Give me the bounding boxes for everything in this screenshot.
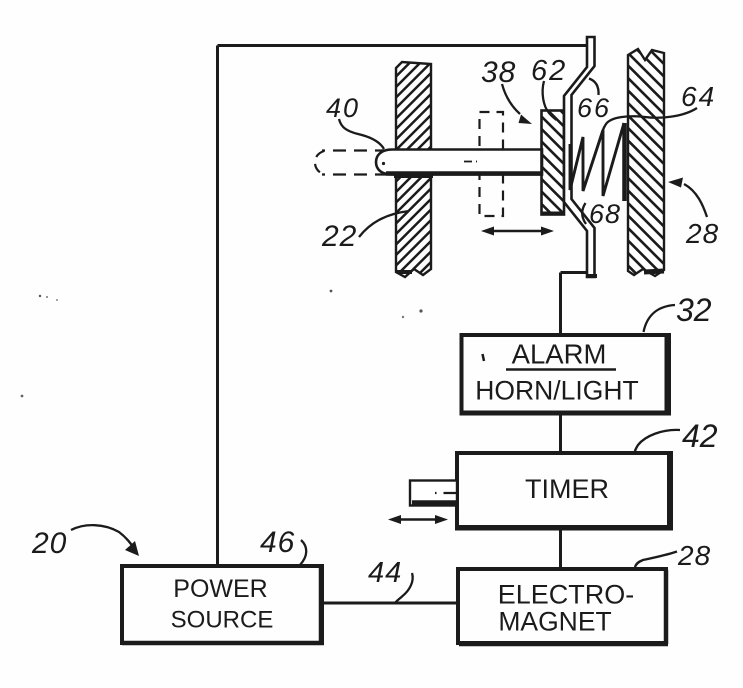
svg-text:62: 62 <box>531 55 567 87</box>
svg-text:HORN/LIGHT: HORN/LIGHT <box>475 376 638 406</box>
svg-text:32: 32 <box>676 292 712 328</box>
svg-text:POWER: POWER <box>173 575 267 603</box>
svg-text:ALARM: ALARM <box>512 339 607 370</box>
svg-text:22: 22 <box>321 220 357 253</box>
svg-text:46: 46 <box>260 526 295 559</box>
svg-text:38: 38 <box>481 56 516 89</box>
svg-text:40: 40 <box>326 93 360 123</box>
svg-text:28: 28 <box>677 540 711 571</box>
svg-text:42: 42 <box>682 418 718 454</box>
svg-text:44: 44 <box>368 557 402 589</box>
svg-text:MAGNET: MAGNET <box>498 607 611 637</box>
svg-text:66: 66 <box>577 93 611 123</box>
svg-text:20: 20 <box>31 527 67 560</box>
svg-text:ELECTRO-: ELECTRO- <box>498 580 635 610</box>
svg-text:68: 68 <box>589 199 621 229</box>
svg-text:SOURCE: SOURCE <box>171 607 274 634</box>
svg-text:64: 64 <box>681 81 716 112</box>
svg-text:28: 28 <box>685 218 719 249</box>
svg-text:TIMER: TIMER <box>525 474 609 504</box>
